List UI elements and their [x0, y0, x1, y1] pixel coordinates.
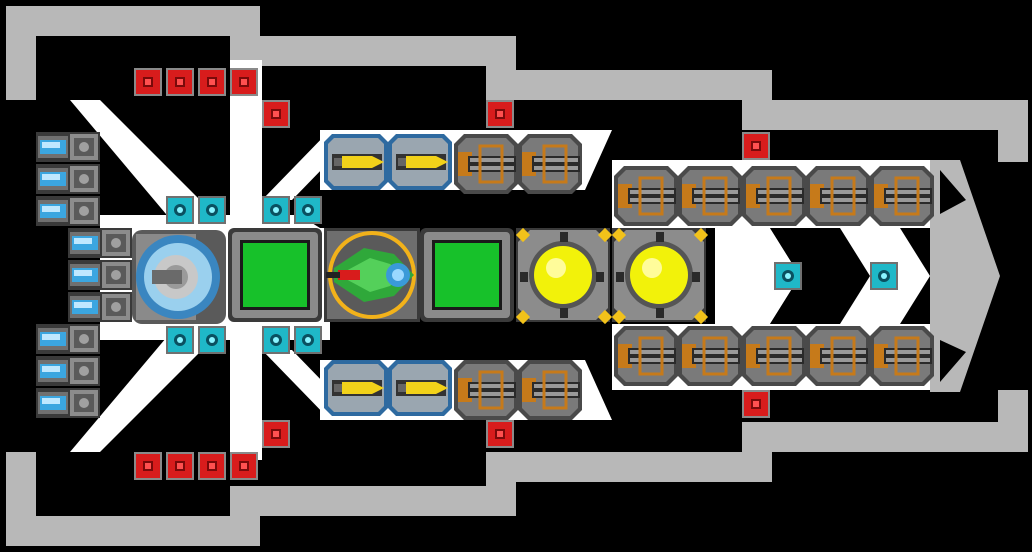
armor-block-icon	[198, 68, 226, 96]
armor-block-icon	[134, 452, 162, 480]
armor-block-icon	[486, 100, 514, 128]
thruster-icon	[36, 324, 100, 354]
armor-block-icon	[742, 390, 770, 418]
hull-segment	[230, 36, 516, 66]
cannon-turret-icon	[454, 134, 518, 194]
corridor-void	[770, 228, 870, 324]
hull-segment	[6, 6, 36, 100]
cannon-turret-icon	[678, 166, 742, 226]
shield-node-icon	[870, 262, 898, 290]
hull-segment	[6, 516, 260, 546]
cannon-turret-icon	[518, 134, 582, 194]
hull-nose	[930, 160, 1000, 392]
shield-node-icon	[198, 196, 226, 224]
hull-segment	[230, 486, 516, 516]
shield-node-icon	[774, 262, 802, 290]
power-cell-icon	[228, 228, 322, 322]
corridor-segment	[715, 228, 800, 324]
power-cell-icon	[420, 228, 514, 322]
armor-block-icon	[742, 132, 770, 160]
missile-launcher-icon	[324, 134, 388, 190]
shield-node-icon	[262, 196, 290, 224]
armor-block-icon	[262, 100, 290, 128]
missile-launcher-icon	[388, 360, 452, 416]
thruster-icon	[68, 228, 132, 258]
armor-block-icon	[166, 68, 194, 96]
hull-segment	[998, 100, 1028, 162]
thruster-icon	[36, 356, 100, 386]
cannon-turret-icon	[678, 326, 742, 386]
shield-generator-icon	[132, 230, 226, 324]
hull-segment	[486, 70, 772, 100]
cannon-turret-icon	[742, 166, 806, 226]
shield-node-icon	[262, 326, 290, 354]
hull-segment	[486, 452, 772, 482]
reactor-core-icon	[611, 227, 709, 325]
missile-launcher-icon	[324, 360, 388, 416]
missile-launcher-icon	[388, 134, 452, 190]
armor-block-icon	[230, 452, 258, 480]
armor-block-icon	[262, 420, 290, 448]
shield-node-icon	[294, 196, 322, 224]
shield-node-icon	[166, 326, 194, 354]
cannon-turret-icon	[742, 326, 806, 386]
hull-segment	[742, 422, 1028, 452]
shield-node-icon	[166, 196, 194, 224]
thruster-icon	[36, 388, 100, 418]
hull-outline	[6, 6, 1028, 546]
armor-block-icon	[230, 68, 258, 96]
armor-block-icon	[198, 452, 226, 480]
cockpit-icon	[324, 228, 420, 322]
hull-notch	[940, 170, 966, 214]
cannon-turret-icon	[870, 166, 934, 226]
thruster-icon	[36, 132, 100, 162]
armor-block-icon	[166, 452, 194, 480]
thruster-icon	[36, 164, 100, 194]
ship-parts	[36, 68, 934, 480]
cannon-turret-icon	[518, 360, 582, 420]
thruster-icon	[36, 196, 100, 226]
cannon-turret-icon	[454, 360, 518, 420]
armor-block-icon	[134, 68, 162, 96]
reactor-core-icon	[515, 227, 613, 325]
hull-segment	[6, 6, 260, 36]
shield-node-icon	[294, 326, 322, 354]
cannon-turret-icon	[806, 326, 870, 386]
cannon-turret-icon	[806, 166, 870, 226]
hull-segment	[998, 390, 1028, 452]
cannon-turret-icon	[614, 166, 678, 226]
cannon-turret-icon	[614, 326, 678, 386]
thruster-icon	[68, 292, 132, 322]
hull-notch	[940, 340, 966, 382]
thruster-icon	[68, 260, 132, 290]
cannon-turret-icon	[870, 326, 934, 386]
shield-node-icon	[198, 326, 226, 354]
armor-block-icon	[486, 420, 514, 448]
hull-segment	[742, 100, 1028, 130]
